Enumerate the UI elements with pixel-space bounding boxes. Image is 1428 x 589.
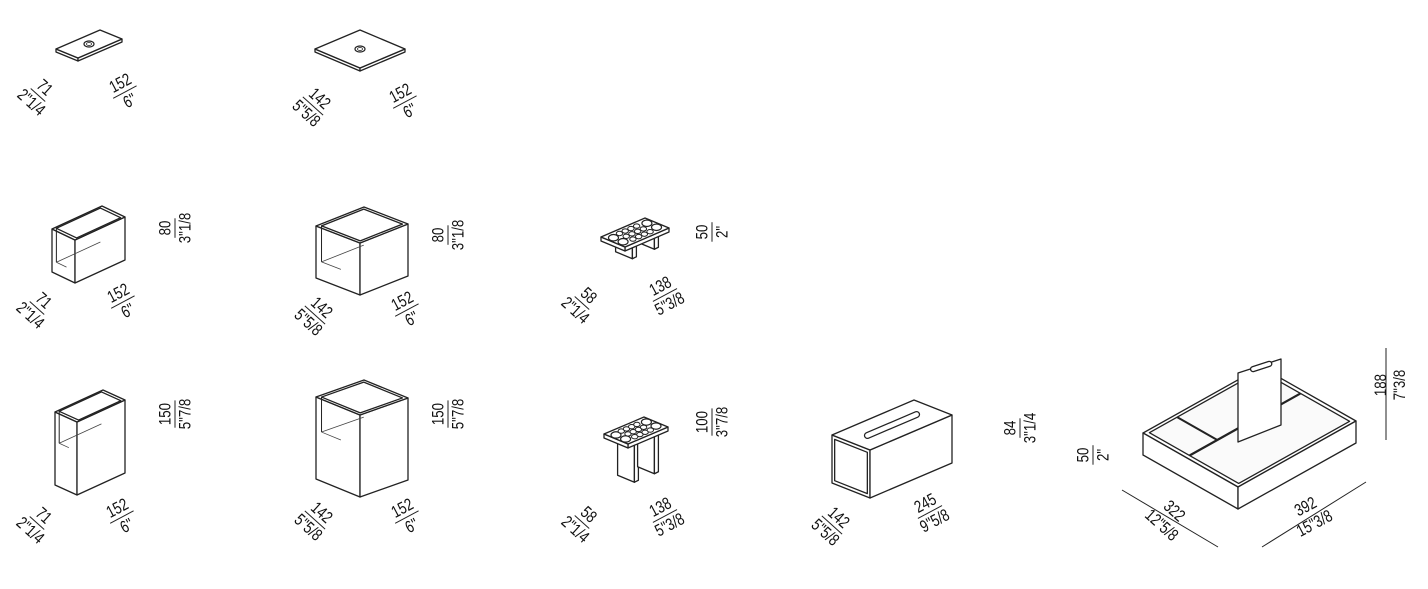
dimension-inches: 3"7/8 [712,406,732,438]
holder-stand-tall-drawing [603,416,669,483]
dimension-mm: 150 [429,400,449,428]
dimension-line [1261,481,1367,548]
dimension-mm: 50 [1074,445,1094,465]
dimension-mm: 84 [1001,418,1021,438]
dimension-mm: 80 [429,225,449,245]
dimension-inches: 3"1/8 [175,212,195,244]
dimension-inches: 5"7/8 [448,398,468,430]
flat-tray-large-drawing [314,29,406,72]
dimension-inches: 2" [712,225,732,239]
box-tall-narrow-drawing [54,389,126,496]
box-tall-wide-drawing [315,379,409,498]
dimension-mm: 100 [693,408,713,436]
dimension-inches: 7"3/8 [1390,369,1409,401]
flat-tray-small-drawing [55,29,123,62]
dimension-mm: 188 [1371,373,1390,397]
dimension-inches: 5"7/8 [175,398,195,430]
tissue-box-drawing [831,399,953,499]
dimension-mm: 80 [156,218,176,238]
dimension-inches: 2" [1093,448,1113,462]
box-low-wide-drawing [315,206,409,296]
dimension-line [1121,489,1219,548]
dimension-inches: 3"1/8 [448,219,468,251]
organizer-tray-drawing [1121,348,1387,548]
box-low-narrow-drawing [51,205,126,284]
holder-stand-low-drawing [600,217,670,260]
dimension-mm: 150 [156,400,176,428]
dimension-inches: 3"1/4 [1020,412,1040,444]
dimension-mm: 50 [693,222,713,242]
